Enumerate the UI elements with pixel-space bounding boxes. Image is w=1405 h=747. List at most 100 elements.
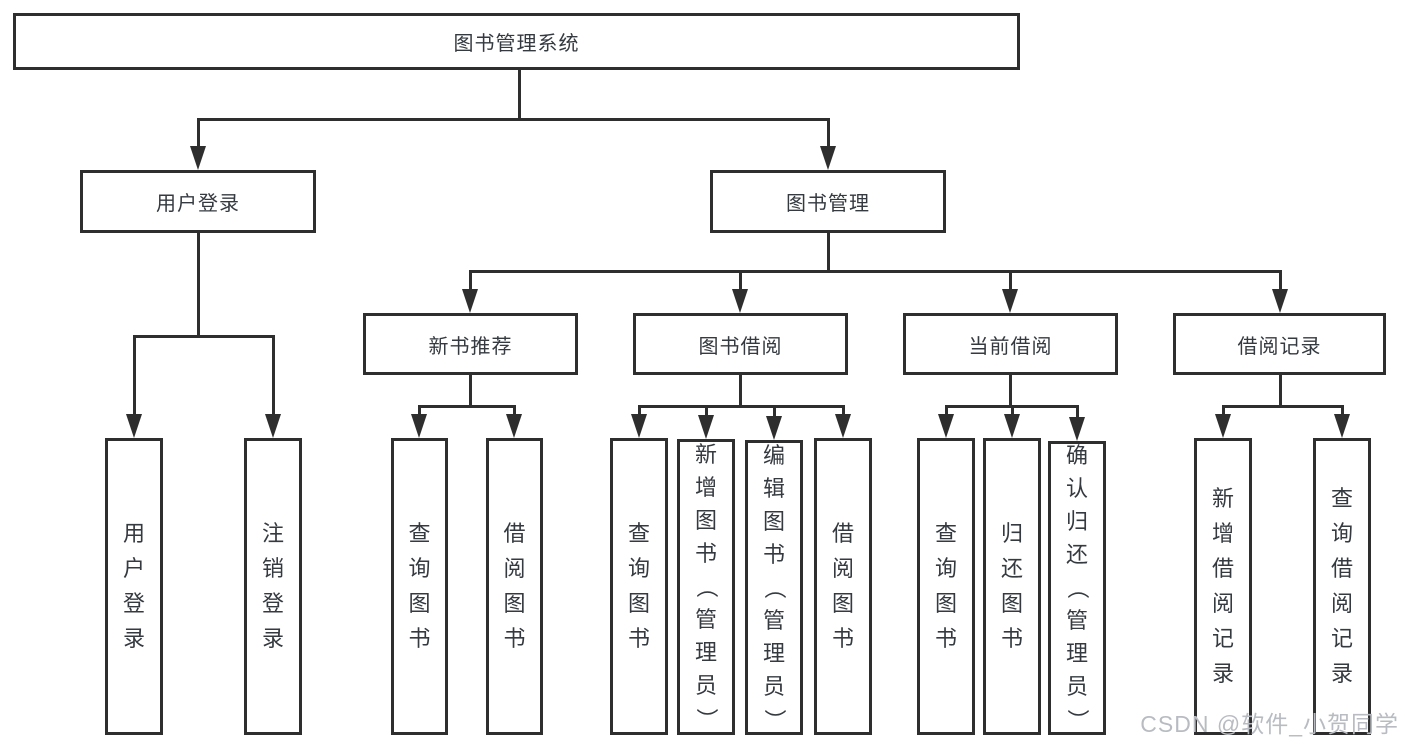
connector-arrow-shaft bbox=[738, 271, 742, 303]
arrowhead-down-icon bbox=[411, 414, 427, 438]
node-label-char: 归 bbox=[1000, 521, 1023, 546]
node-label-char: 阅 bbox=[503, 556, 526, 581]
connector-stem bbox=[468, 375, 472, 406]
connector-arrow-shaft bbox=[132, 336, 136, 428]
node-label-char: 理 bbox=[1065, 641, 1088, 666]
connector-arrow-shaft bbox=[1008, 271, 1012, 303]
node-root: 图书管理系统 bbox=[13, 13, 1020, 70]
arrowhead-down-icon bbox=[766, 416, 782, 440]
arrowhead-down-icon bbox=[462, 289, 478, 313]
arrowhead-down-icon bbox=[938, 414, 954, 438]
node-label-char: ） bbox=[693, 707, 719, 731]
node-label-char: 登 bbox=[261, 591, 284, 616]
node-label-char: （ bbox=[761, 576, 787, 599]
leaf-borrow-books: 借阅图书 bbox=[486, 438, 543, 735]
node-label-char: 销 bbox=[261, 556, 284, 581]
node-label: 新书推荐 bbox=[428, 335, 513, 358]
node-label-char: 录 bbox=[1330, 661, 1353, 686]
node-label: 用户登录 bbox=[156, 193, 240, 215]
node-label-char: 询 bbox=[934, 556, 957, 581]
node-label-char: 记 bbox=[1330, 626, 1353, 651]
connector-stem bbox=[1278, 375, 1282, 406]
connector-arrow-shaft bbox=[271, 336, 275, 428]
node-label-char: ） bbox=[761, 708, 787, 731]
node-label-char: 编 bbox=[762, 442, 785, 468]
node-label-char: 图 bbox=[762, 508, 785, 534]
arrowhead-down-icon bbox=[820, 146, 836, 170]
node-label-char: 借 bbox=[831, 521, 854, 546]
node-label-char: 询 bbox=[627, 556, 650, 581]
connector-stem bbox=[196, 233, 200, 336]
connector-bar bbox=[417, 404, 516, 408]
arrowhead-down-icon bbox=[506, 414, 522, 438]
node-label-char: 借 bbox=[1330, 556, 1353, 581]
node-label-char: 员 bbox=[762, 673, 785, 699]
node-new-book-recommendation: 新书推荐 bbox=[363, 313, 578, 375]
node-label: 借阅记录 bbox=[1237, 335, 1322, 358]
arrowhead-down-icon bbox=[1069, 417, 1085, 441]
leaf-logout: 注销登录 bbox=[244, 438, 302, 735]
arrowhead-down-icon bbox=[1004, 414, 1020, 438]
node-label-char: 阅 bbox=[831, 556, 854, 581]
node-label-char: 书 bbox=[831, 626, 854, 651]
node-label-char: 新 bbox=[694, 442, 717, 467]
node-label-char: ） bbox=[1064, 708, 1090, 732]
connector-arrow-shaft bbox=[1278, 271, 1282, 303]
arrowhead-down-icon bbox=[1215, 414, 1231, 438]
node-label-char: 书 bbox=[408, 626, 431, 651]
leaf-confirm-return-admin: 确认归还（管理员） bbox=[1048, 441, 1106, 735]
node-label-char: 图 bbox=[831, 591, 854, 616]
connector-stem bbox=[517, 70, 521, 119]
node-label-char: 询 bbox=[1330, 521, 1353, 546]
arrowhead-down-icon bbox=[835, 414, 851, 438]
arrowhead-down-icon bbox=[265, 414, 281, 438]
node-label-char: 录 bbox=[122, 626, 145, 651]
watermark-text: CSDN @软件_小贺同学 bbox=[1140, 711, 1399, 737]
connector-bar bbox=[637, 404, 845, 408]
node-label-char: 录 bbox=[261, 626, 284, 651]
node-label-char: 书 bbox=[1000, 626, 1023, 651]
connector-stem bbox=[826, 233, 830, 271]
node-label-char: 户 bbox=[122, 556, 145, 581]
node-label-char: 管 bbox=[694, 607, 717, 632]
node-label-char: 阅 bbox=[1330, 591, 1353, 616]
node-borrowing-records: 借阅记录 bbox=[1173, 313, 1386, 375]
arrowhead-down-icon bbox=[732, 289, 748, 313]
node-label-char: 注 bbox=[261, 521, 284, 546]
arrowhead-down-icon bbox=[698, 415, 714, 439]
node-label-char: 询 bbox=[408, 556, 431, 581]
connector-bar bbox=[196, 117, 830, 121]
node-label-char: 用 bbox=[122, 521, 145, 546]
node-label-char: 图 bbox=[694, 508, 717, 533]
arrowhead-down-icon bbox=[190, 146, 206, 170]
connector-arrow-shaft bbox=[196, 119, 200, 160]
node-user-login: 用户登录 bbox=[80, 170, 316, 233]
node-label-char: 借 bbox=[1211, 556, 1234, 581]
node-label-char: 借 bbox=[503, 521, 526, 546]
leaf-query-borrow-record: 查询借阅记录 bbox=[1313, 438, 1371, 735]
node-label-char: 归 bbox=[1065, 509, 1088, 534]
connector-stem bbox=[738, 375, 742, 406]
node-label-char: 图 bbox=[408, 591, 431, 616]
node-label-char: 管 bbox=[762, 607, 785, 633]
node-label-char: 员 bbox=[694, 673, 717, 698]
leaf-user-login: 用户登录 bbox=[105, 438, 163, 735]
node-label: 图书管理系统 bbox=[453, 33, 580, 55]
connector-arrow-shaft bbox=[468, 271, 472, 303]
node-label-char: 还 bbox=[1000, 556, 1023, 581]
node-label-char: 图 bbox=[1000, 591, 1023, 616]
node-book-borrowing: 图书借阅 bbox=[633, 313, 848, 375]
node-label-char: 查 bbox=[627, 521, 650, 546]
node-label-char: 查 bbox=[408, 521, 431, 546]
node-label-char: 管 bbox=[1065, 608, 1088, 633]
node-book-management: 图书管理 bbox=[710, 170, 946, 233]
node-label-char: （ bbox=[693, 575, 719, 599]
node-label-char: 记 bbox=[1211, 626, 1234, 651]
node-label: 当前借阅 bbox=[968, 335, 1053, 358]
connector-bar bbox=[468, 269, 1282, 273]
node-current-borrowing: 当前借阅 bbox=[903, 313, 1118, 375]
node-label-char: 确 bbox=[1065, 443, 1088, 468]
node-label-char: 图 bbox=[934, 591, 957, 616]
arrowhead-down-icon bbox=[1334, 414, 1350, 438]
